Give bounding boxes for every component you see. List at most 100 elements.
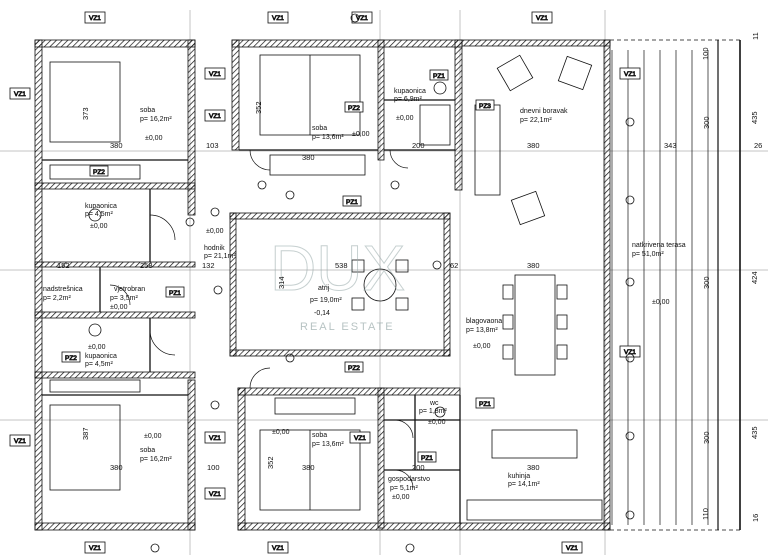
room-kupaonica-w1-area: p= 4,5m²: [85, 211, 113, 218]
dim-352-n: 352: [254, 101, 263, 114]
dim-380-e: 380: [527, 141, 540, 150]
tag-vz1-inner-3: VZ1: [204, 431, 226, 444]
tag-pz1-4: PZ1: [417, 451, 437, 463]
room-kuhinja-name: kuhinja: [508, 473, 530, 480]
svg-text:PZ3: PZ3: [479, 103, 491, 110]
tag-vz1-s-1: VZ1: [349, 431, 371, 444]
svg-text:PZ1: PZ1: [421, 455, 433, 462]
dim-100-t: 100: [701, 47, 710, 60]
svg-text:VZ1: VZ1: [624, 71, 636, 78]
room-gospodarstvo-name: gospodarstvo: [388, 476, 430, 483]
dim-373: 373: [81, 107, 90, 120]
dim-200-s: 200: [412, 463, 425, 472]
dim-258: 258: [140, 261, 153, 270]
tag-vz1-inner-1: VZ1: [204, 67, 226, 80]
tag-vz1-top-n: VZ1: [351, 11, 373, 24]
dim-435-top: 435: [750, 111, 759, 124]
room-wc-area: p= 1,8m²: [419, 408, 447, 415]
room-kuhinja-area: p= 14,1m²: [508, 481, 540, 488]
dining-table: [514, 274, 556, 376]
dim-16: 16: [751, 514, 760, 522]
room-kupaonica-w2-name: kupaonica: [85, 353, 117, 360]
room-soba-nw-name: soba: [140, 107, 155, 114]
dim-200-n: 200: [412, 141, 425, 150]
svg-text:VZ1: VZ1: [89, 15, 101, 22]
svg-text:VZ1: VZ1: [209, 491, 221, 498]
room-terasa-level: ±0,00: [652, 299, 670, 306]
room-soba-nw-level: ±0,00: [145, 135, 163, 142]
interior-walls: [42, 99, 461, 523]
room-soba-sw-area: p= 16,2m²: [140, 456, 172, 463]
tag-vz1-east-2: VZ1: [619, 345, 641, 358]
tag-pz1-1: PZ1: [342, 195, 362, 207]
watermark-sub: REAL ESTATE: [300, 321, 395, 333]
room-vjetrobran-area: p= 3,5m²: [110, 295, 138, 302]
tag-vz1-left-1: VZ1: [9, 87, 31, 100]
dim-62: 62: [450, 261, 458, 270]
room-soba-n-name: soba: [312, 125, 327, 132]
walls: [34, 39, 611, 531]
room-kupaonica-w1-level: ±0,00: [90, 223, 108, 230]
room-kupaonica-n-name: kupaonica: [394, 88, 426, 95]
room-nadstresnica-name: nadstrešnica: [43, 286, 83, 293]
dim-380-s: 380: [302, 463, 315, 472]
svg-text:PZ1: PZ1: [346, 199, 358, 206]
watermark: DUX REAL ESTATE: [270, 232, 406, 334]
room-soba-n-area: p= 13,6m²: [312, 134, 344, 141]
room-blagovaona-name: blagovaona: [466, 318, 502, 325]
svg-text:PZ2: PZ2: [93, 169, 105, 176]
svg-text:VZ1: VZ1: [14, 91, 26, 98]
room-soba-s-name: soba: [312, 432, 327, 439]
svg-text:PZ2: PZ2: [65, 355, 77, 362]
tag-pz2-2: PZ2: [61, 351, 81, 363]
room-soba-sw-name: soba: [140, 447, 155, 454]
room-wc-name: wc: [429, 400, 439, 407]
tag-pz3-1: PZ3: [475, 99, 495, 111]
room-soba-n-level: ±0,00: [352, 131, 370, 138]
room-terasa-area: p= 51,0m²: [632, 251, 664, 258]
tag-vz1-east-1: VZ1: [619, 67, 641, 80]
svg-text:PZ1: PZ1: [479, 401, 491, 408]
svg-text:VZ1: VZ1: [272, 545, 284, 552]
svg-text:VZ1: VZ1: [89, 545, 101, 552]
svg-text:VZ1: VZ1: [566, 545, 578, 552]
dim-380-mid: 380: [527, 261, 540, 270]
tag-vz1-top-left: VZ1: [84, 11, 106, 24]
tag-vz1-inner-2: VZ1: [204, 109, 226, 122]
dim-103: 103: [206, 141, 219, 150]
room-hodnik-level: ±0,00: [206, 228, 224, 235]
room-nadstresnica-area: p= 2,2m²: [43, 295, 71, 302]
dim-300-c: 300: [702, 431, 711, 444]
tag-vz1-bottom-2: VZ1: [267, 541, 289, 554]
svg-text:PZ1: PZ1: [169, 290, 181, 297]
column-markers: [150, 13, 635, 553]
dim-435-bot: 435: [750, 426, 759, 439]
room-gospodarstvo-area: p= 5,1m²: [390, 485, 418, 492]
tag-vz1-bottom-1: VZ1: [84, 541, 106, 554]
terrace-slats: [610, 39, 741, 531]
tag-vz1-top-e: VZ1: [531, 11, 553, 24]
dim-380-k: 380: [527, 463, 540, 472]
svg-text:VZ1: VZ1: [354, 435, 366, 442]
room-vjetrobran-name: vjetrobran: [114, 286, 145, 293]
svg-text:VZ1: VZ1: [14, 438, 26, 445]
tag-pz2-3: PZ2: [344, 101, 364, 113]
tag-pz2-1: PZ2: [89, 165, 109, 177]
room-atrij-area: p= 19,0m²: [310, 297, 342, 304]
dim-352-s: 352: [266, 456, 275, 469]
room-atrij-level: -0,14: [314, 310, 330, 317]
atrium-table: [363, 268, 397, 302]
room-hodnik-name: hodnik: [204, 245, 225, 252]
room-vjetrobran-level: ±0,00: [110, 304, 128, 311]
dim-424: 424: [750, 271, 759, 284]
dim-343: 343: [664, 141, 677, 150]
dim-380-n: 380: [302, 153, 315, 162]
dim-380-sw: 380: [110, 463, 123, 472]
room-gospodarstvo-level: ±0,00: [392, 494, 410, 501]
bed-sw: [49, 404, 121, 491]
sofa: [474, 104, 501, 196]
svg-text:PZ2: PZ2: [348, 105, 360, 112]
tag-pz1-2: PZ1: [165, 286, 185, 298]
room-labels: soba p= 16,2m² ±0,00 kupaonica p= 4,5m² …: [43, 88, 686, 501]
